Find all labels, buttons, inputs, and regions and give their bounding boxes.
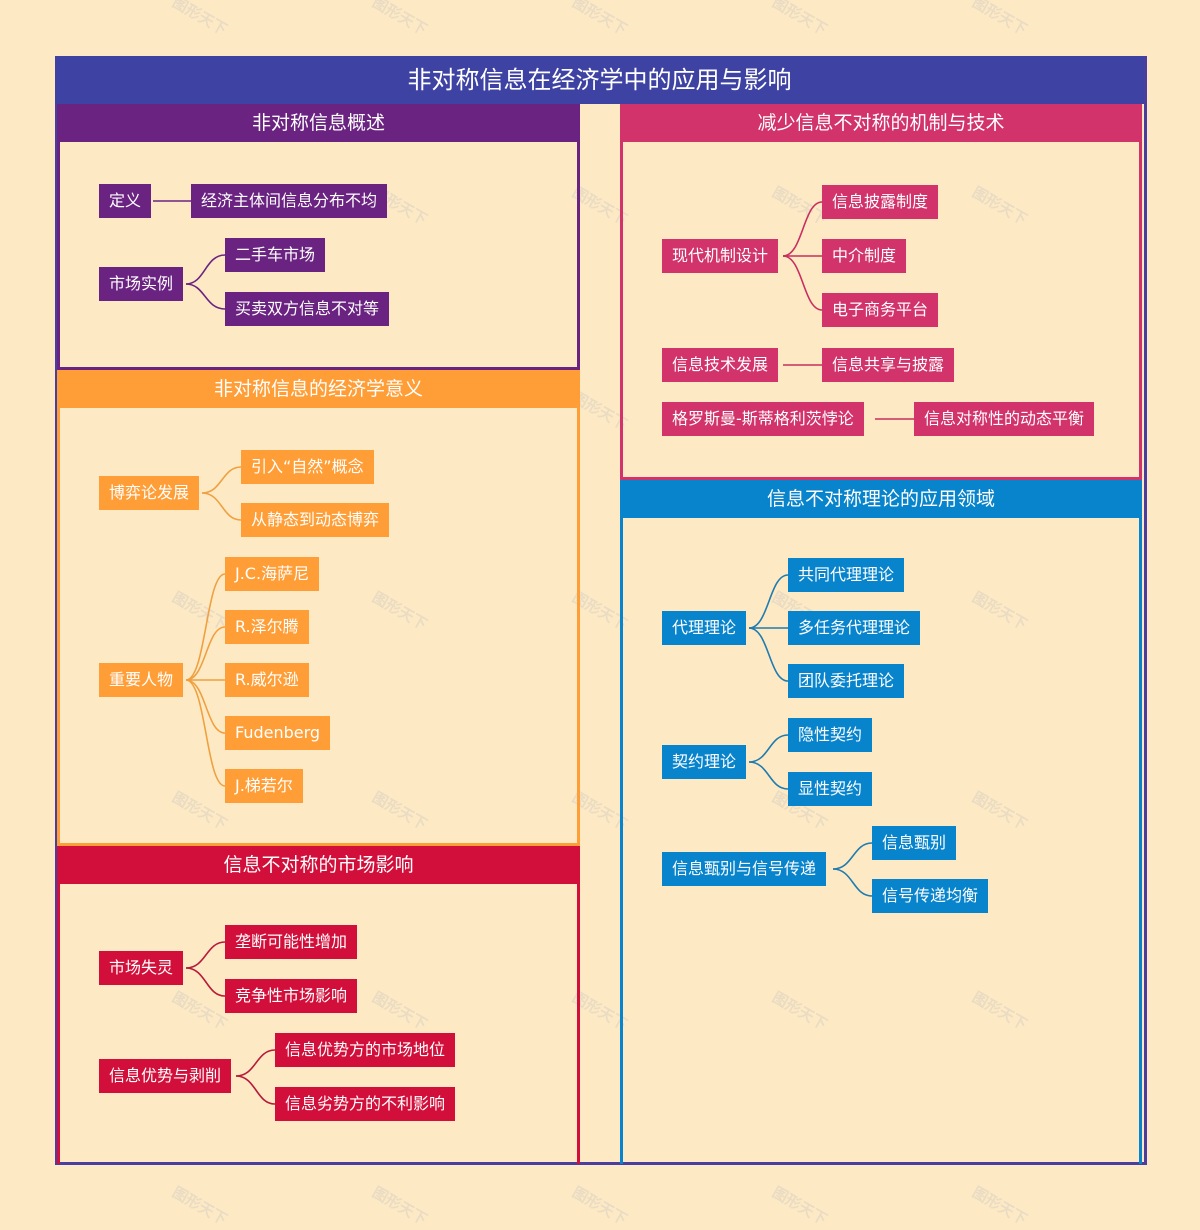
- watermark: 图形天下: [969, 0, 1031, 39]
- figure-wilson[interactable]: R.威尔逊: [225, 663, 309, 697]
- watermark: 图形天下: [369, 0, 431, 39]
- figure-harsanyi[interactable]: J.C.海萨尼: [225, 557, 320, 591]
- subtopic-intermediary-system[interactable]: 中介制度: [822, 239, 907, 273]
- subtopic-static-to-dynamic[interactable]: 从静态到动态博弈: [241, 503, 390, 537]
- topic-info-advantage[interactable]: 信息优势与剥削: [99, 1059, 232, 1093]
- topic-market-failure[interactable]: 市场失灵: [99, 951, 184, 985]
- subtopic-advantaged-position[interactable]: 信息优势方的市场地位: [275, 1033, 456, 1067]
- subtopic-buyer-seller-asymmetry[interactable]: 买卖双方信息不对等: [225, 292, 390, 326]
- subtopic-multitask-agency[interactable]: 多任务代理理论: [788, 611, 921, 645]
- section-significance: 非对称信息的经济学意义: [57, 370, 580, 846]
- section-overview: 非对称信息概述: [57, 104, 580, 370]
- subtopic-implicit-contract[interactable]: 隐性契约: [788, 718, 873, 752]
- section-header-significance: 非对称信息的经济学意义: [57, 370, 580, 408]
- subtopic-disclosure-system[interactable]: 信息披露制度: [822, 185, 939, 219]
- watermark: 图形天下: [169, 0, 231, 39]
- subtopic-disadvantaged-impact[interactable]: 信息劣势方的不利影响: [275, 1087, 456, 1121]
- topic-market-examples[interactable]: 市场实例: [99, 267, 184, 301]
- figure-fudenberg[interactable]: Fudenberg: [225, 716, 331, 750]
- topic-info-tech[interactable]: 信息技术发展: [662, 348, 779, 382]
- section-applications: 信息不对称理论的应用领域: [620, 480, 1142, 1164]
- subtopic-explicit-contract[interactable]: 显性契约: [788, 772, 873, 806]
- figure-tirole[interactable]: J.梯若尔: [225, 769, 303, 803]
- subtopic-monopoly-increase[interactable]: 垄断可能性增加: [225, 925, 358, 959]
- watermark: 图形天下: [169, 1183, 231, 1229]
- subtopic-signaling-equilibrium[interactable]: 信号传递均衡: [872, 879, 989, 913]
- figure-selten[interactable]: R.泽尔腾: [225, 610, 309, 644]
- subtopic-common-agency[interactable]: 共同代理理论: [788, 558, 905, 592]
- topic-definition[interactable]: 定义: [99, 184, 152, 218]
- topic-agency-theory[interactable]: 代理理论: [662, 611, 747, 645]
- section-mechanisms: 减少信息不对称的机制与技术: [620, 104, 1142, 480]
- section-market-impact: 信息不对称的市场影响: [57, 846, 580, 1164]
- subtopic-competitive-market[interactable]: 竞争性市场影响: [225, 979, 358, 1013]
- subtopic-used-car-market[interactable]: 二手车市场: [225, 238, 326, 272]
- watermark: 图形天下: [969, 1183, 1031, 1229]
- watermark: 图形天下: [569, 0, 631, 39]
- watermark: 图形天下: [369, 1183, 431, 1229]
- subtopic-nature-concept[interactable]: 引入“自然”概念: [241, 450, 374, 484]
- diagram-title: 非对称信息在经济学中的应用与影响: [55, 56, 1144, 104]
- subtopic-definition-detail[interactable]: 经济主体间信息分布不均: [191, 184, 388, 218]
- watermark: 图形天下: [769, 0, 831, 39]
- topic-screening-signaling[interactable]: 信息甄别与信号传递: [662, 852, 827, 886]
- watermark: 图形天下: [769, 1183, 831, 1229]
- subtopic-info-sharing[interactable]: 信息共享与披露: [822, 348, 955, 382]
- topic-game-theory[interactable]: 博弈论发展: [99, 476, 200, 510]
- section-header-applications: 信息不对称理论的应用领域: [620, 480, 1142, 518]
- subtopic-screening[interactable]: 信息甄别: [872, 826, 957, 860]
- section-header-market-impact: 信息不对称的市场影响: [57, 846, 580, 884]
- topic-grossman-stiglitz[interactable]: 格罗斯曼-斯蒂格利茨悖论: [662, 402, 864, 436]
- subtopic-ecommerce-platform[interactable]: 电子商务平台: [822, 293, 939, 327]
- section-header-overview: 非对称信息概述: [57, 104, 580, 142]
- subtopic-dynamic-balance[interactable]: 信息对称性的动态平衡: [914, 402, 1095, 436]
- watermark: 图形天下: [569, 1183, 631, 1229]
- section-header-mechanisms: 减少信息不对称的机制与技术: [620, 104, 1142, 142]
- topic-contract-theory[interactable]: 契约理论: [662, 745, 747, 779]
- subtopic-team-principal[interactable]: 团队委托理论: [788, 664, 905, 698]
- topic-key-figures[interactable]: 重要人物: [99, 663, 184, 697]
- diagram-frame: [55, 56, 1147, 1165]
- topic-mechanism-design[interactable]: 现代机制设计: [662, 239, 779, 273]
